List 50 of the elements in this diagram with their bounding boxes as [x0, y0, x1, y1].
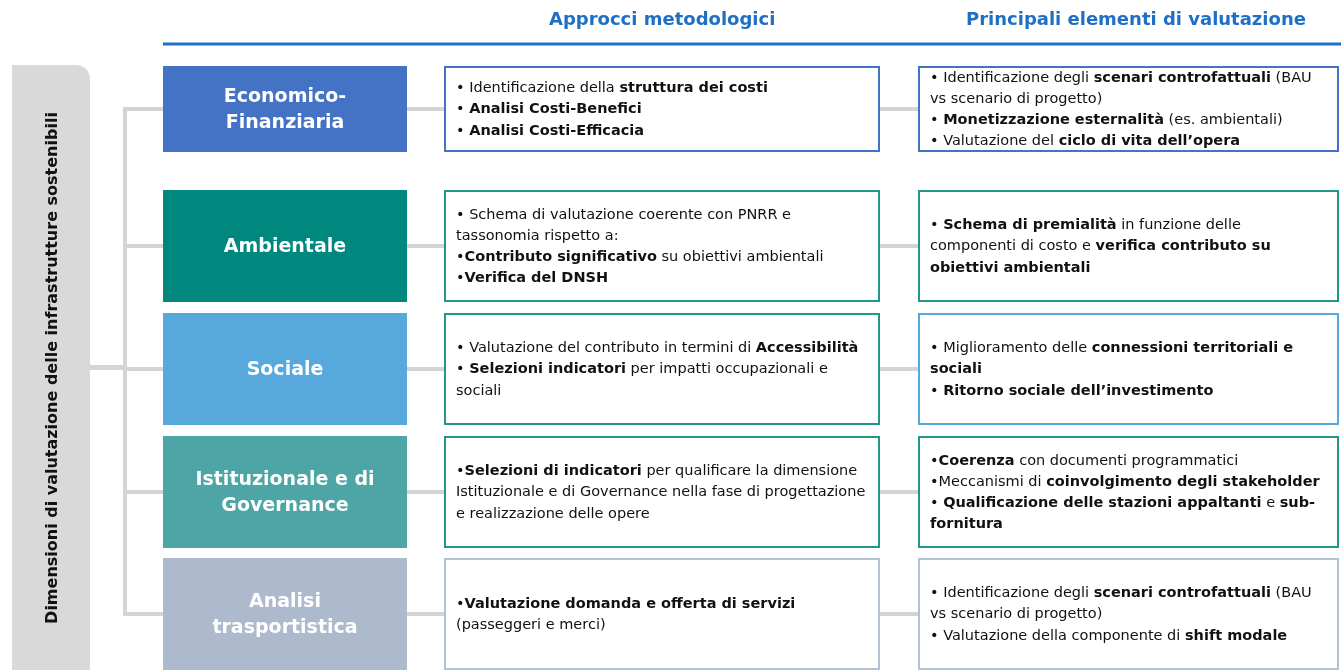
dimension-box: Ambientale: [163, 190, 407, 302]
text-box: [444, 313, 880, 425]
text-box: [918, 558, 1339, 670]
bullet-text: • Valutazione del contributo in termini di Accessibilità: [456, 338, 860, 358]
text-box: [444, 436, 880, 548]
connector-line: [407, 612, 444, 616]
bullet-text: • Identificazione della struttura dei costi: [456, 78, 769, 98]
connector-line: [880, 612, 918, 616]
dimension-box: Istituzionale e di Governance: [163, 436, 407, 548]
column-header: Approcci metodologici: [549, 8, 776, 29]
connector-line: [407, 107, 444, 111]
text-box: [444, 190, 880, 302]
text-box: [444, 558, 880, 670]
bullet-text: • Ritorno sociale dell’investimento: [930, 380, 1215, 400]
bullet-text: • Qualificazione delle stazioni appaltanti e sub-fornitura: [930, 493, 1317, 533]
bullet-text: • Analisi Costi-Efficacia: [456, 120, 646, 140]
bullet-text: • Analisi Costi-Benefici: [456, 99, 643, 119]
column-header: Principali elementi di valutazione: [966, 8, 1306, 29]
text-box: [444, 66, 880, 152]
bullet-text: • Identificazione degli scenari controfattuali (BAU vs scenario di progetto): [930, 583, 1313, 624]
bullet-text: • Valutazione della componente di shift modale: [930, 625, 1289, 645]
dimension-box: Economico-Finanziaria: [163, 66, 407, 152]
bullet-text: • Selezioni indicatori per impatti occupazionali e sociali: [456, 359, 829, 400]
dimension-box: Analisi trasportistica: [163, 558, 407, 670]
text-box: [918, 436, 1339, 548]
bullet-text: •Selezioni di indicatori per qualificare la dimensione Istituzionale e di Governance nella fase di progettazione e realizzazione delle opere: [456, 461, 867, 523]
bullet-text: •Coerenza con documenti programmatici: [930, 450, 1240, 470]
bullet-text: • Schema di premialità in funzione delle componenti di costo e verifica contributo su obiettivi ambientali: [930, 215, 1272, 277]
connector-line: [407, 490, 444, 494]
connector-line: [407, 244, 444, 248]
bullet-text: • Valutazione del ciclo di vita dell’opera: [930, 131, 1242, 150]
vertical-title: Dimensioni di valutazione delle infrastrutture sostenibili: [41, 111, 61, 624]
connector-line: [880, 107, 918, 111]
connector-line: [880, 490, 918, 494]
bullet-text: •Contributo significativo su obiettivi ambientali: [456, 247, 825, 266]
text-box: [918, 190, 1339, 302]
bullet-text: •Verifica del DNSH: [456, 268, 610, 287]
text-box: [918, 66, 1339, 152]
bullet-text: • Monetizzazione esternalità (es. ambientali): [930, 110, 1284, 129]
category-bar: [12, 65, 90, 670]
bullet-text: •Valutazione domanda e offerta di servizi (passeggeri e merci): [456, 594, 797, 634]
bullet-text: • Miglioramento delle connessioni territoriali e sociali: [930, 338, 1295, 379]
bullet-text: • Schema di valutazione coerente con PNRR e tassonomia rispetto a:: [456, 204, 793, 245]
connector-line: [880, 244, 918, 248]
connector-line: [407, 367, 444, 371]
text-box: [918, 313, 1339, 425]
dimension-box: Sociale: [163, 313, 407, 425]
bullet-text: •Meccanismi di coinvolgimento degli stakeholder: [930, 472, 1321, 491]
bullet-text: • Identificazione degli scenari controfattuali (BAU vs scenario di progetto): [930, 67, 1313, 108]
connector-line: [880, 367, 918, 371]
